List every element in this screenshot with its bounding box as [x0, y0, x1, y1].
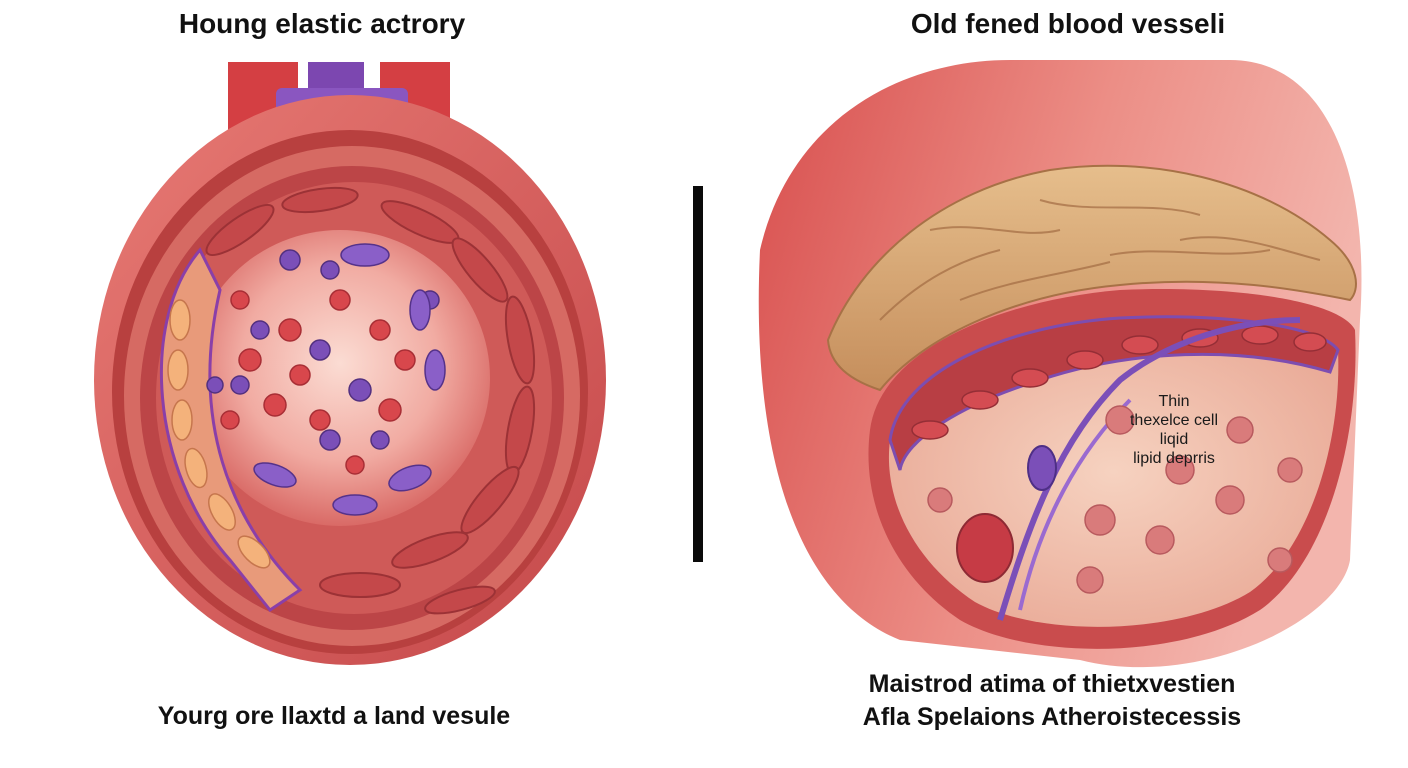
right-panel-caption: Maistrod atima of thietxvestien Afla Spe…: [863, 668, 1241, 734]
label-liqid: liqid: [1159, 431, 1189, 448]
red-blood-cells: [220, 289, 416, 475]
left-panel-title: Houng elastic actrory: [178, 8, 466, 39]
right-caption-line-2: Afla Spelaions Atheroistecessis: [862, 703, 1242, 731]
panel-divider: [693, 186, 703, 562]
old-vessel-illustration: [758, 60, 1362, 668]
label-thin: Thin: [1158, 393, 1190, 410]
label-cell: thexelce cell: [1129, 412, 1219, 429]
young-artery-illustration: [94, 62, 606, 665]
right-panel-title: Old fened blood vesseli: [910, 8, 1226, 39]
plaque-labels: Thin thexelce cell liqid lipid deprris: [1108, 392, 1240, 468]
right-caption-line-1: Maistrod atima of thietxvestien: [868, 670, 1236, 698]
label-lipid: lipid deprris: [1133, 450, 1215, 467]
plaque-cap: [826, 164, 1357, 392]
left-panel-caption: Yourg ore llaxtd a land vesule: [157, 702, 511, 730]
